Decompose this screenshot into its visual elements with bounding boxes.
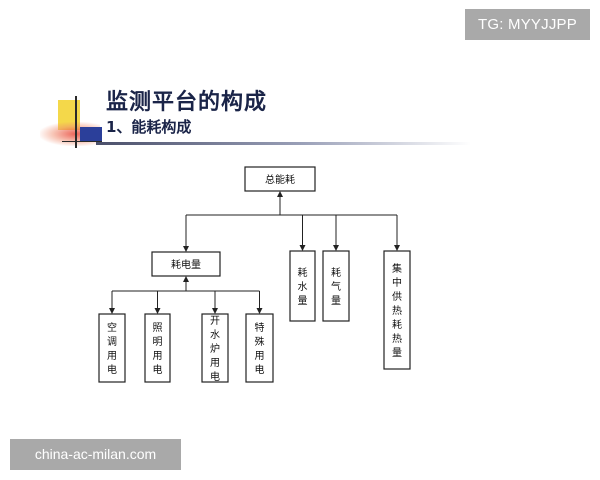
- diagram-edges: [109, 191, 400, 314]
- node-special-box: [245, 313, 274, 383]
- page-subtitle: 1、能耗构成: [106, 118, 192, 136]
- arrowhead-water: [299, 245, 306, 251]
- node-ac-label: 空调用电: [107, 321, 117, 376]
- arrowhead-ac: [109, 308, 115, 314]
- node-water-box: [289, 250, 316, 322]
- node-root: 总能耗: [244, 166, 316, 192]
- deco-blue-block: [80, 127, 102, 142]
- arrowhead-electricity: [183, 246, 189, 252]
- node-boiler-box: [201, 313, 229, 383]
- arrowhead-gas: [333, 245, 339, 251]
- node-heating: 集中供热耗热量: [383, 250, 411, 370]
- arrowhead-special: [256, 308, 263, 314]
- node-electricity-box: [151, 251, 221, 277]
- node-root-box: [244, 166, 316, 192]
- node-special-label: 特殊用电: [255, 322, 265, 376]
- node-water-label: 耗水量: [298, 267, 308, 307]
- node-lighting-label: 照明用电: [153, 322, 163, 376]
- deco-vertical-line: [75, 96, 77, 148]
- title-underline: [96, 142, 471, 145]
- node-electricity: 耗电量: [151, 251, 221, 277]
- node-water: 耗水量: [289, 250, 316, 322]
- node-heating-box: [383, 250, 411, 370]
- arrowhead-boiler: [212, 308, 218, 314]
- node-gas: 耗气量: [322, 250, 350, 322]
- edges-from-electricity: [109, 276, 263, 314]
- arrowhead-root: [277, 191, 283, 197]
- arrowhead-electricity: [183, 276, 189, 282]
- node-electricity-label: 耗电量: [171, 258, 201, 271]
- node-heating-label: 集中供热耗热量: [392, 262, 402, 359]
- page-title: 监测平台的构成: [106, 90, 268, 115]
- node-ac: 空调用电: [98, 313, 126, 383]
- deco-horizontal-line: [62, 141, 102, 142]
- arrowhead-heating: [394, 245, 400, 251]
- watermark-top: TG: MYYJJPP: [465, 9, 590, 40]
- arrowhead-lighting: [154, 308, 161, 314]
- node-boiler: 开水炉用电: [201, 313, 229, 383]
- node-ac-box: [98, 313, 126, 383]
- edges-from-root: [183, 191, 400, 252]
- node-lighting: 照明用电: [144, 313, 171, 383]
- node-gas-box: [322, 250, 350, 322]
- node-root-label: 总能耗: [265, 173, 295, 186]
- node-lighting-box: [144, 313, 171, 383]
- node-boiler-label: 开水炉用电: [210, 316, 220, 383]
- node-gas-label: 耗气量: [331, 267, 341, 307]
- watermark-bottom: china-ac-milan.com: [10, 439, 181, 470]
- node-special: 特殊用电: [245, 313, 274, 383]
